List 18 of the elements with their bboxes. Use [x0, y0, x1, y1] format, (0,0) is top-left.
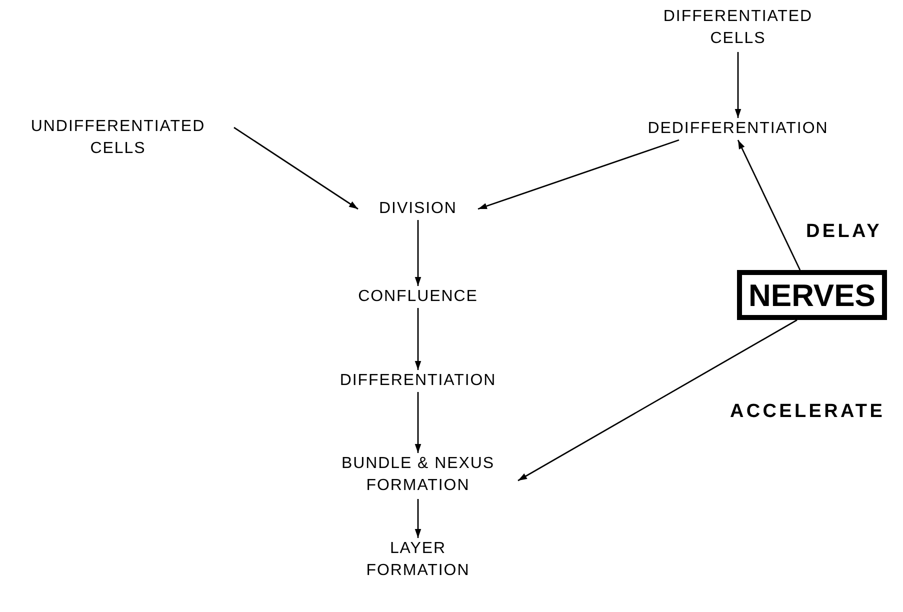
step-label: CONFLUENCE [338, 286, 498, 308]
labeled-box: NERVES [737, 270, 887, 320]
arrow [734, 52, 742, 118]
step-label: DIFFERENTIATION [318, 370, 518, 392]
step-label: UNDIFFERENTIATED CELLS [2, 116, 234, 162]
arrow [414, 392, 422, 453]
step-label: BUNDLE & NEXUS FORMATION [318, 453, 518, 499]
step-label: LAYER FORMATION [338, 538, 498, 586]
arrow [478, 139, 680, 210]
arrow [414, 499, 422, 538]
arrow [234, 126, 358, 210]
arrow [518, 319, 798, 482]
arrow [414, 220, 422, 286]
arrow [737, 140, 801, 270]
step-label: DIVISION [358, 198, 478, 220]
step-label: DEDIFFERENTIATION [620, 118, 856, 140]
step-label: DIFFERENTIATED CELLS [643, 6, 833, 52]
arrow [414, 308, 422, 370]
